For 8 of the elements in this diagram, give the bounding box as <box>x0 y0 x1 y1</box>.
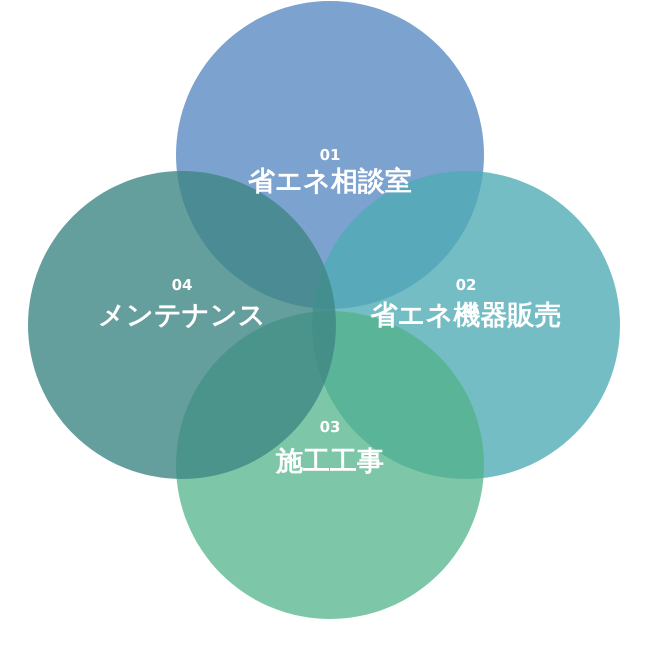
step-number: 02 <box>456 276 476 294</box>
circle-label: メンテナンス <box>98 299 266 333</box>
step-number: 01 <box>320 146 340 164</box>
step-number: 04 <box>172 276 192 294</box>
circle-label: 省エネ相談室 <box>248 165 412 199</box>
circle-label: 施工工事 <box>276 445 384 479</box>
step-number: 03 <box>320 418 340 436</box>
circle-label: 省エネ機器販売 <box>370 299 562 333</box>
